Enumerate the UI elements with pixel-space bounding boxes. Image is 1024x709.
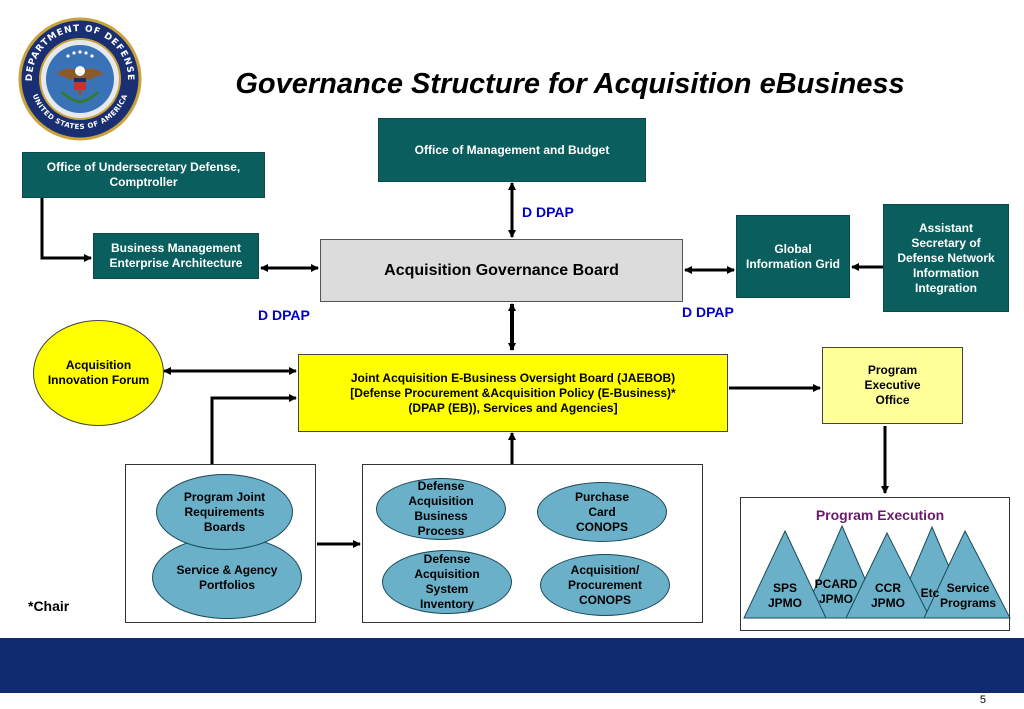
page-title: Governance Structure for Acquisition eBu… [235, 68, 905, 100]
gig-box: Global Information Grid [736, 215, 850, 298]
bmea-box: Business Management Enterprise Architect… [93, 233, 259, 279]
dpap-label-right: D DPAP [682, 304, 734, 320]
acq-conops-ellipse: Acquisition/ Procurement CONOPS [540, 554, 670, 616]
dod-seal-icon: DEPARTMENT OF DEFENSE UNITED STATES OF A… [12, 16, 148, 142]
jaebob-box: Joint Acquisition E-Business Oversight B… [298, 354, 728, 432]
triangle-label-etc: Etc [920, 586, 940, 600]
arrow-leftpanel-jaebob [210, 394, 297, 464]
omb-box: Office of Management and Budget [378, 118, 646, 182]
aif-ellipse: Acquisition Innovation Forum [33, 320, 164, 426]
dpap-label-left: D DPAP [258, 307, 310, 323]
program-jrb-ellipse: Program Joint Requirements Boards [156, 474, 293, 550]
footer-bar [0, 638, 1024, 693]
triangle-label-sps: SPS JPMO [767, 581, 802, 610]
triangle-sps [743, 529, 827, 619]
asd-nii-box: Assistant Secretary of Defense Network I… [883, 204, 1009, 312]
dasi-ellipse: Defense Acquisition System Inventory [382, 550, 512, 614]
page-number: 5 [979, 694, 986, 706]
triangle-label-ccr: CCR JPMO [870, 581, 905, 610]
peo-box: Program Executive Office [822, 347, 963, 424]
comptroller-box: Office of Undersecretary Defense, Comptr… [22, 152, 265, 198]
dabp-ellipse: Defense Acquisition Business Process [376, 478, 506, 540]
program-execution-title: Program Execution [815, 507, 945, 523]
triangle-ccr [845, 531, 931, 619]
agb-box: Acquisition Governance Board [320, 239, 683, 302]
triangle-label-service: Service Programs [939, 581, 997, 610]
arrow-comptroller-bmea [40, 197, 92, 262]
triangle-service [923, 529, 1011, 619]
dpap-label-top: D DPAP [522, 204, 574, 220]
triangle-label-pcard: PCARD JPMO [814, 577, 858, 606]
purchase-card-ellipse: Purchase Card CONOPS [537, 482, 667, 542]
chair-note: *Chair [28, 598, 70, 614]
